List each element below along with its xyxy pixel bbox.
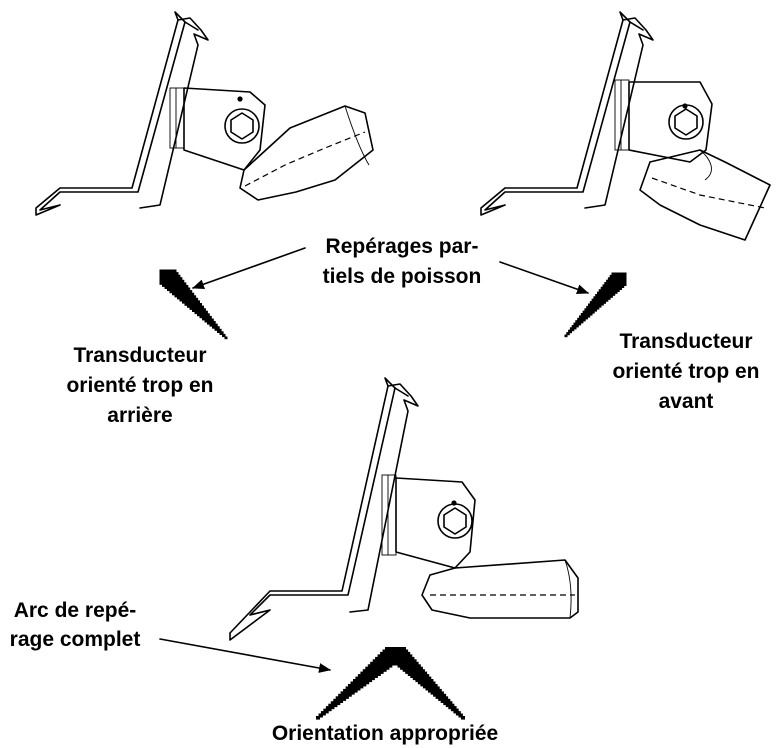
proper-orientation-label: Orientation appropriée <box>272 722 498 745</box>
arrow-to-forward-arch <box>499 261 589 295</box>
mounting-bolt-back <box>224 96 260 144</box>
full-fish-arch <box>316 647 465 720</box>
tilted-back-label-line1: Transducteur <box>73 344 206 367</box>
transducer-tilted-forward <box>480 11 771 241</box>
mounting-bolt-proper <box>437 500 473 539</box>
transom-bracket-proper <box>229 377 476 641</box>
tilted-forward-label-line1: Transducteur <box>619 330 752 353</box>
mounting-bolt-forward <box>668 103 704 140</box>
transom-bracket-back <box>35 11 266 216</box>
partial-marks-label-line2: tiels de poisson <box>323 265 482 288</box>
partial-fish-arch-back <box>159 269 228 340</box>
transducer-body-proper <box>421 559 579 619</box>
transducer-body-back <box>239 105 374 201</box>
partial-fish-arch-forward <box>564 272 627 338</box>
arrow-to-back-arch <box>192 247 306 290</box>
full-arch-label-line1: Arc de repé- <box>14 599 137 622</box>
full-arch-label-line2: rage complet <box>10 628 141 651</box>
tilted-forward-label-line3: avant <box>659 390 714 413</box>
arrow-to-full-arch <box>159 638 331 673</box>
transom-bracket-forward <box>480 11 713 216</box>
tilted-forward-label-line2: orienté trop en <box>612 360 759 383</box>
transducer-body-forward <box>639 149 771 241</box>
transducer-proper <box>229 377 579 641</box>
partial-marks-label-line1: Repérages par- <box>326 235 479 258</box>
transducer-tilted-back <box>35 11 374 216</box>
tilted-back-label-line2: orienté trop en <box>66 374 213 397</box>
tilted-back-label-line3: arrière <box>107 404 172 427</box>
